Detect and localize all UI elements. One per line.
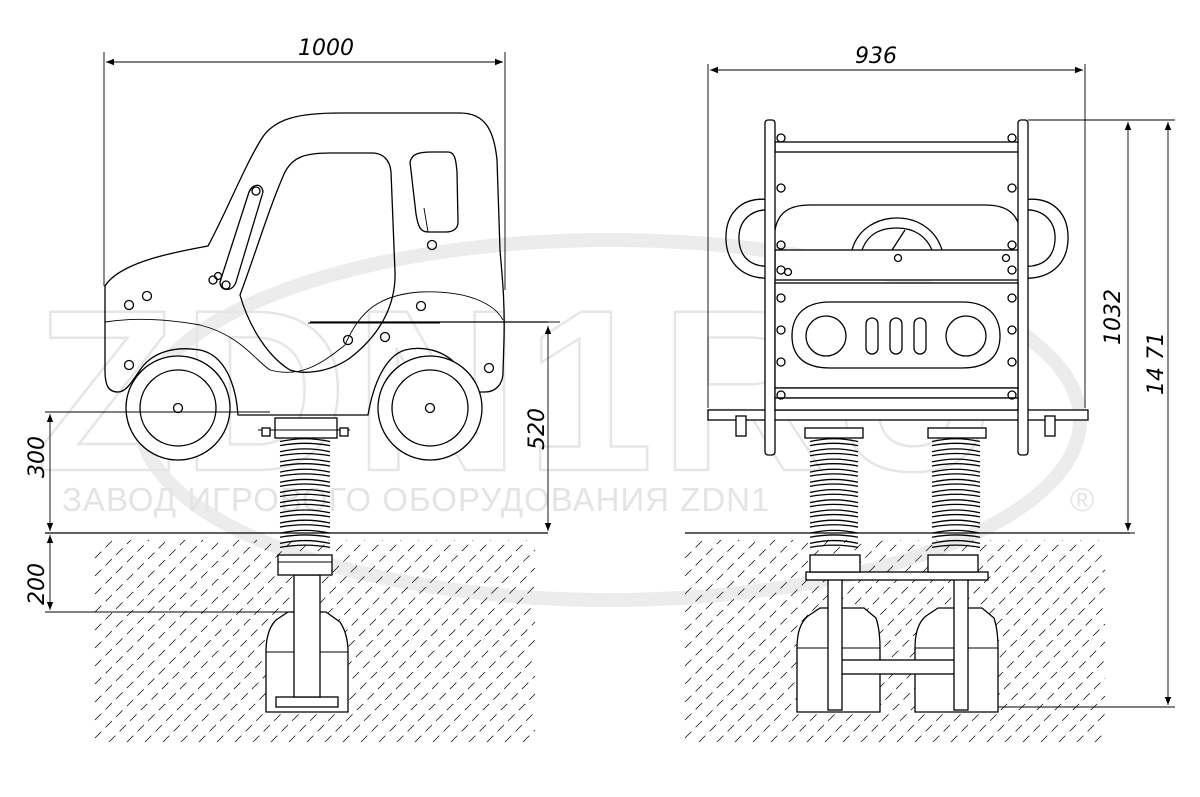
side-spring-top-mount <box>274 417 338 439</box>
dim-front-height: 1032 <box>1020 119 1175 534</box>
dim-side-spring-height: 300 <box>25 411 270 531</box>
dim-side-seat-height: 520 <box>525 321 560 531</box>
front-bolts <box>776 133 1017 400</box>
front-spring-right <box>931 438 981 549</box>
dim-side-foundation-depth-label: 200 <box>25 563 50 605</box>
dim-front-height-label: 1032 <box>1101 289 1126 345</box>
side-anchor-plate <box>275 696 339 708</box>
dim-front-width-label: 936 <box>855 44 897 69</box>
car-rear-wheel <box>377 355 483 461</box>
side-spring-base-flange <box>277 554 333 576</box>
front-backrest <box>774 204 1021 231</box>
front-spring-left <box>809 438 859 549</box>
front-headlight-right <box>945 315 987 357</box>
dim-front-total-height-label: 14 71 <box>1144 332 1169 395</box>
watermark-company-text: ЗАВОД ИГРОВОГО ОБОРУДОВАНИЯ ZDN1 <box>62 481 770 518</box>
front-grille <box>791 301 1001 369</box>
dim-side-seat-height-label: 520 <box>525 408 550 450</box>
front-handle-right <box>1021 198 1069 279</box>
front-connecting-pipe <box>837 659 959 675</box>
watermark-registered-mark: ® <box>1070 481 1095 518</box>
front-base-frame <box>805 571 989 581</box>
front-handle-left <box>725 198 773 279</box>
side-view: 1000 520 300 200 <box>25 36 560 713</box>
dim-side-width-label: 1000 <box>298 36 354 61</box>
front-side-panel-left <box>764 119 776 456</box>
front-side-panel-right <box>1017 119 1029 456</box>
dim-front-width: 936 <box>707 44 1086 408</box>
side-post <box>293 574 321 698</box>
side-spring <box>279 438 331 549</box>
car-rear-window <box>409 151 459 233</box>
dim-side-foundation-depth: 200 <box>25 535 294 613</box>
front-steering-wheel <box>851 217 943 251</box>
dim-side-width: 1000 <box>103 36 506 290</box>
side-bolts <box>123 239 495 374</box>
front-headlight-left <box>805 315 847 357</box>
dim-front-total-height: 14 71 <box>998 122 1175 708</box>
front-view: 936 1032 14 71 <box>685 44 1175 713</box>
car-front-wheel <box>125 355 231 461</box>
car-handle <box>219 184 264 291</box>
car-side-window <box>239 152 396 373</box>
dim-side-spring-height-label: 300 <box>25 436 50 478</box>
front-grille-panel <box>774 282 1019 389</box>
car-body-outline <box>104 112 505 416</box>
